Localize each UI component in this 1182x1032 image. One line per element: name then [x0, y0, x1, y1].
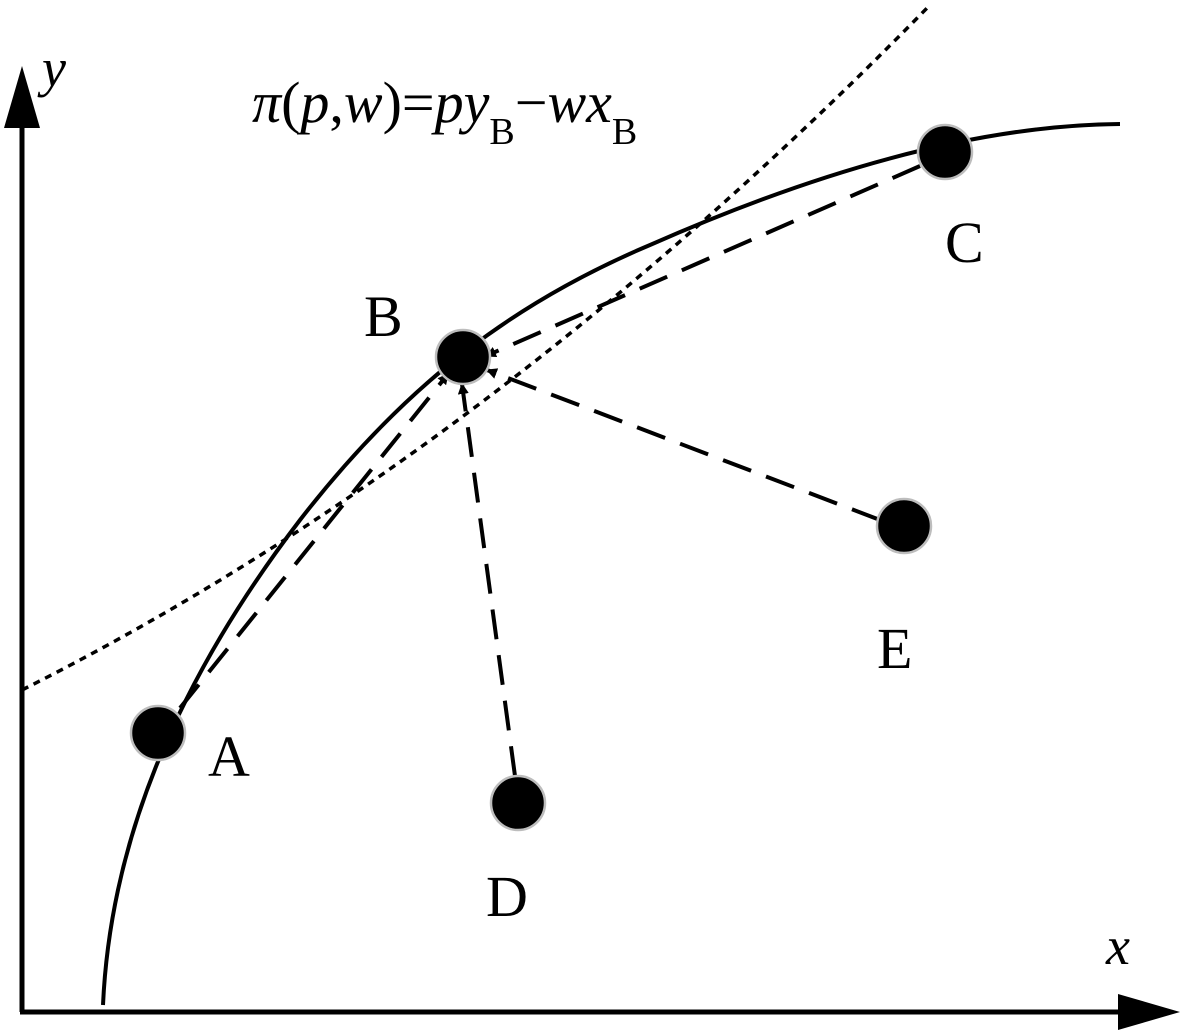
point-d-label: D [486, 864, 528, 929]
formula-p2: p [431, 70, 464, 135]
point-b-label: B [364, 284, 403, 349]
formula-w: w [344, 70, 383, 135]
point-d-dot [489, 774, 547, 832]
point-a-dot [129, 704, 187, 762]
formula-minus: − [515, 70, 548, 135]
x-axis-arrowhead [1118, 994, 1180, 1030]
point-b-dot [434, 328, 492, 386]
path-d-to-b [457, 382, 517, 777]
formula-sub-b1: B [489, 111, 514, 153]
point-a-label: A [208, 724, 250, 789]
point-e-label: E [877, 616, 912, 681]
y-axis-label: y [37, 38, 66, 98]
formula-y: y [459, 70, 490, 135]
profit-formula: π(p,w)=pyB−wxB [252, 70, 637, 153]
formula-p: p [296, 70, 329, 135]
point-e-dot [875, 497, 933, 555]
point-c-label: C [945, 210, 984, 275]
point-c-dot [916, 123, 974, 181]
path-a-to-b [178, 372, 450, 710]
path-e-to-b [485, 368, 881, 522]
formula-x: x [585, 70, 612, 135]
formula-pi: π [252, 70, 283, 135]
path-c-to-b [484, 164, 921, 358]
y-axis-arrowhead [4, 66, 40, 128]
x-axis-label: x [1105, 916, 1130, 976]
formula-w2: w [547, 70, 586, 135]
formula-open-paren: ( [281, 70, 300, 135]
formula-close-equals: )= [383, 70, 435, 135]
formula-comma: , [329, 70, 344, 135]
formula-sub-b2: B [612, 111, 637, 153]
